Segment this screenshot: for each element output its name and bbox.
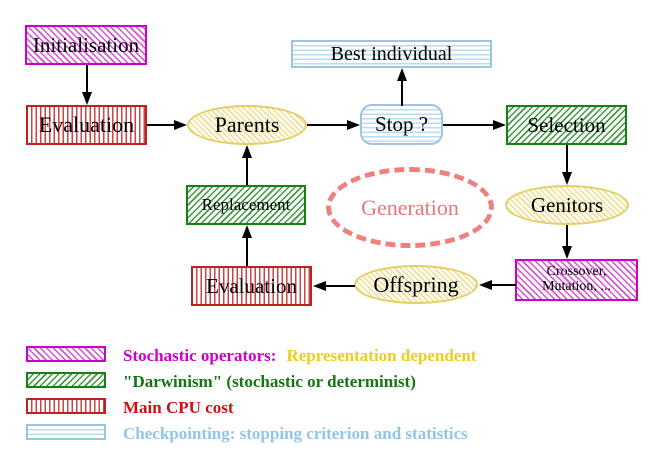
legend-text-representation: Representation dependent	[286, 346, 477, 365]
node-replacement: Replacement	[186, 185, 306, 225]
legend-text-checkpointing: Checkpointing: stopping criterion and st…	[123, 424, 468, 443]
node-selection: Selection	[506, 105, 627, 145]
legend-swatch-darwinism	[26, 372, 106, 388]
node-stop-label: Stop ?	[374, 112, 429, 137]
node-genitors: Genitors	[505, 185, 629, 225]
node-initialisation: Initialisation	[25, 25, 147, 65]
node-evaluation-bottom: Evaluation	[191, 266, 312, 306]
legend-swatch-checkpointing	[26, 424, 106, 440]
node-evaluation-top: Evaluation	[26, 105, 147, 145]
node-parents: Parents	[187, 105, 307, 145]
node-initialisation-label: Initialisation	[32, 32, 140, 57]
node-offspring: Offspring	[354, 265, 478, 304]
generation-loop-ellipse: Generation	[326, 167, 494, 248]
node-best-individual: Best individual	[291, 40, 492, 68]
legend-swatch-cpu-cost	[26, 398, 106, 414]
node-crossover-line2: Mutation, ...	[542, 279, 611, 294]
node-genitors-label: Genitors	[530, 192, 604, 217]
legend-text-cpu-cost: Main CPU cost	[123, 398, 234, 417]
legend-label-checkpointing: Checkpointing: stopping criterion and st…	[123, 424, 468, 444]
legend-swatch-stochastic-operators	[26, 346, 106, 362]
generation-label: Generation	[361, 194, 459, 220]
node-selection-label: Selection	[527, 112, 606, 137]
node-stop: Stop ?	[360, 104, 443, 145]
node-evaluation-top-label: Evaluation	[38, 112, 135, 138]
legend-text-darwinism: "Darwinism" (stochastic or determinist)	[123, 372, 416, 391]
node-crossover-line1: Crossover,	[546, 264, 607, 280]
node-replacement-label: Replacement	[201, 195, 291, 215]
legend-text-stochastic: Stochastic operators:	[123, 346, 277, 365]
node-crossover-mutation: Crossover, Mutation, ...	[515, 259, 638, 301]
legend-label-cpu-cost: Main CPU cost	[123, 398, 233, 418]
legend-label-darwinism: "Darwinism" (stochastic or determinist)	[123, 372, 416, 392]
node-parents-label: Parents	[214, 112, 280, 138]
node-best-individual-label: Best individual	[330, 42, 453, 65]
legend-label-stochastic-operators: Stochastic operators: Representation depe…	[123, 346, 476, 366]
node-evaluation-bottom-label: Evaluation	[206, 273, 297, 298]
node-offspring-label: Offspring	[373, 271, 459, 297]
